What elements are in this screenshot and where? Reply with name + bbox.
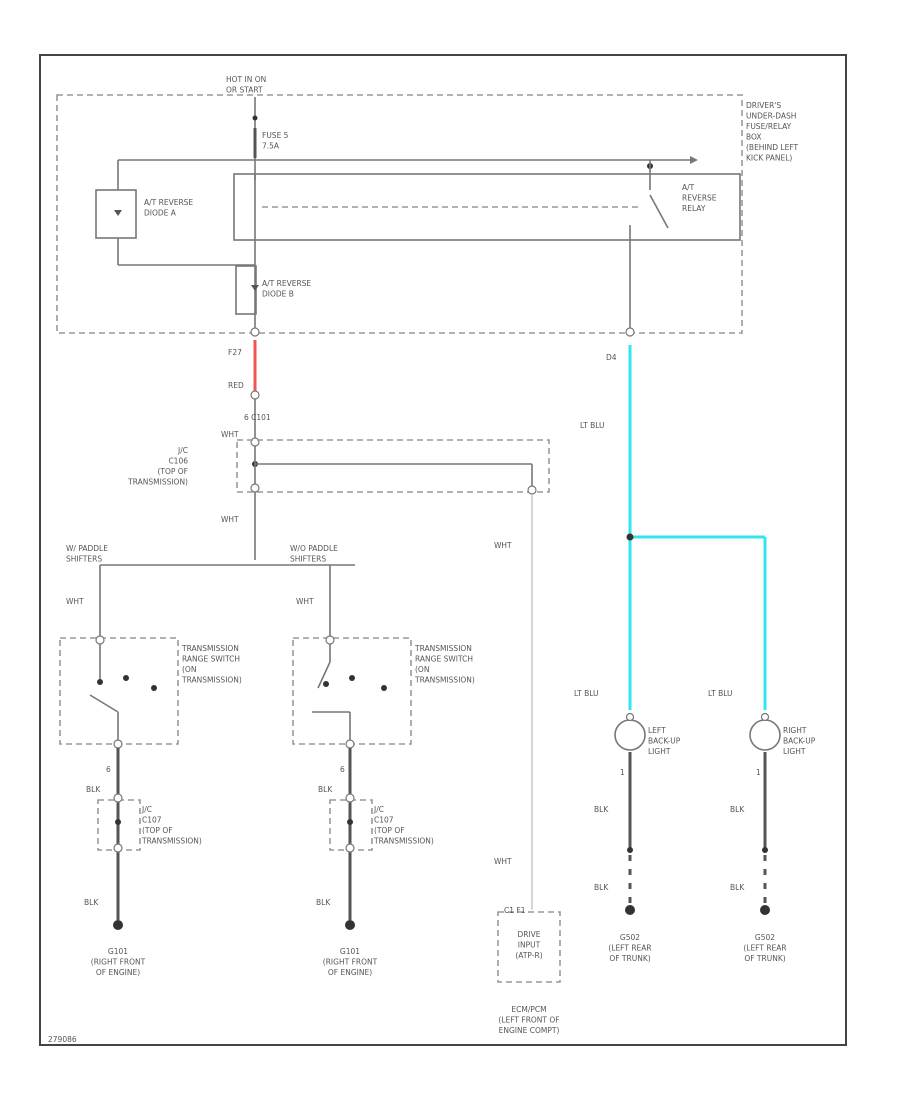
ground-g502-left: [625, 905, 635, 915]
label-blk-br2: BLK: [730, 883, 745, 892]
label-blk-l1: BLK: [86, 785, 101, 794]
label-wht4: WHT: [296, 597, 314, 606]
reverse-relay-body: [233, 173, 741, 241]
label-pin-left: 6: [106, 765, 111, 774]
label-blk-l2: BLK: [84, 898, 99, 907]
label-code: 279086: [48, 1035, 77, 1044]
fuse-box-outline: [56, 94, 743, 334]
label-pin1-right: 1: [756, 768, 761, 777]
label-c101-pin: 6 C101: [244, 413, 271, 422]
label-lt-blu: LT BLU: [580, 421, 605, 430]
trs-right-contact: [317, 661, 331, 689]
left-backup-light-bulb: [614, 719, 646, 751]
label-pin-right: 6: [340, 765, 345, 774]
label-wht3: WHT: [66, 597, 84, 606]
trs-left-outline: [59, 637, 179, 745]
label-lt-blu-left: LT BLU: [574, 689, 599, 698]
label-f27: F27: [228, 348, 242, 357]
label-pin1-left: 1: [620, 768, 625, 777]
label-blk-bl1: BLK: [594, 805, 609, 814]
trs-right-outline: [292, 637, 412, 745]
label-wht-right: WHT: [494, 541, 512, 550]
label-blk-r1: BLK: [318, 785, 333, 794]
right-backup-light-bulb: [749, 719, 781, 751]
trs-left-contact: [89, 694, 119, 713]
label-blk-bl2: BLK: [594, 883, 609, 892]
ecm-drive-input-box: [497, 911, 561, 983]
relay-contact: [649, 194, 669, 229]
label-wht-ecm: WHT: [494, 857, 512, 866]
label-wire-d4: D4: [606, 353, 617, 362]
reverse-diode-b: [235, 265, 257, 315]
ground-g101-right: [345, 920, 355, 930]
label-wht2: WHT: [221, 515, 239, 524]
ground-g101-left: [113, 920, 123, 930]
reverse-diode-a: [95, 189, 137, 239]
label-red: RED: [228, 381, 244, 390]
label-blk-r2: BLK: [316, 898, 331, 907]
jc-c106-outline: [236, 439, 550, 493]
diagram-frame: [39, 54, 847, 1046]
label-ecm-pin: C1 F1: [504, 906, 526, 915]
ground-g502-right: [760, 905, 770, 915]
label-lt-blu-right: LT BLU: [708, 689, 733, 698]
label-wht: WHT: [221, 430, 239, 439]
label-blk-br1: BLK: [730, 805, 745, 814]
